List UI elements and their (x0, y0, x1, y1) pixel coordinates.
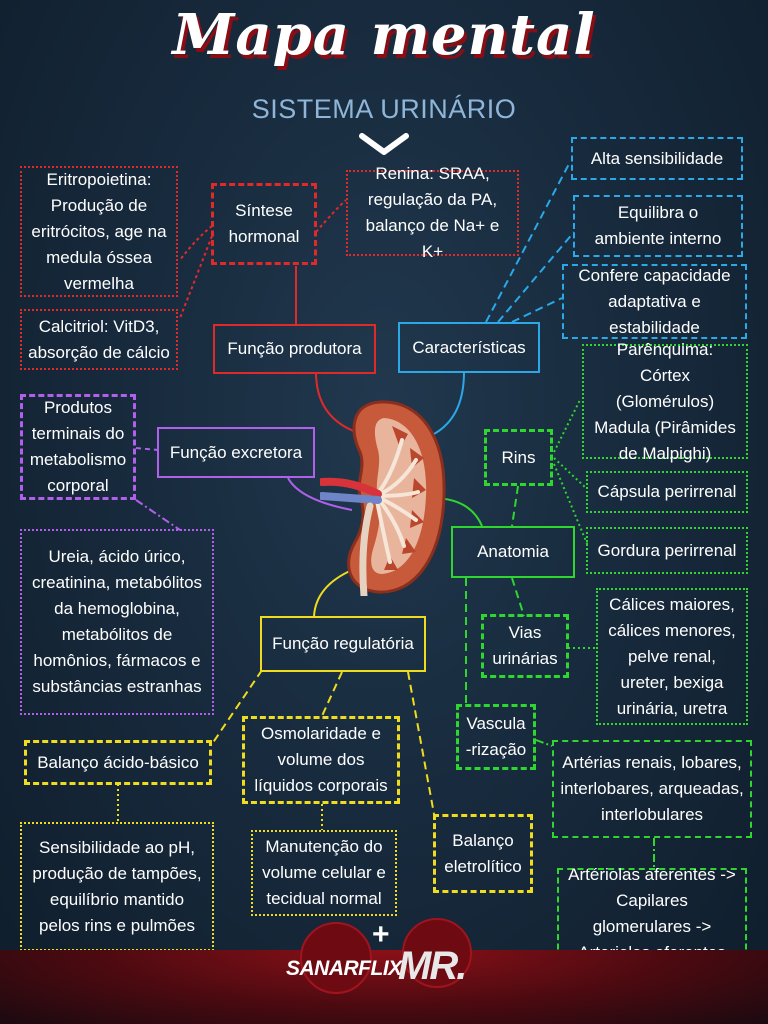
equilibra-node: Equilibra o ambiente interno (573, 195, 743, 257)
funcao-excretora-node: Função excretora (157, 427, 315, 478)
confere-node: Confere capacidade adaptativa e estabili… (562, 264, 747, 339)
rins-node: Rins (484, 429, 553, 486)
footer-band (0, 950, 768, 1024)
calcitriol-node: Calcitriol: VitD3, absorção de cálcio (20, 309, 178, 370)
anatomia-node: Anatomia (451, 526, 575, 578)
funcao-produtora-node: Função produtora (213, 324, 376, 374)
renina-node: Renina: SRAA, regulação da PA, balanço d… (346, 164, 519, 261)
caracteristicas-node: Características (398, 322, 540, 373)
funcao-regulatoria-node: Função regulatória (260, 616, 426, 672)
sanarflix-logo: SANARFLIX (286, 957, 402, 980)
balanco-acido-basico-node: Balanço ácido-básico (24, 740, 212, 785)
osmolaridade-node: Osmolaridade e volume dos líquidos corpo… (242, 716, 400, 804)
arteriolas-node: Artériolas aferentes -> Capilares glomer… (557, 865, 747, 962)
plus-icon: + (372, 918, 390, 951)
kidney-illustration (320, 400, 446, 596)
arterias-node: Artérias renais, lobares, interlobares, … (552, 740, 752, 838)
balanco-eletrolitico-node: Balanço eletrolítico (433, 814, 533, 893)
vias-urinarias-node: Vias urinárias (481, 614, 569, 678)
chevron-down-icon (359, 133, 409, 155)
eritropoietina-node: Eritropoietina: Produção de eritrócitos,… (20, 166, 178, 297)
map-title: Mapa mental (172, 2, 596, 68)
alta-sensibilidade-node: Alta sensibilidade (571, 137, 743, 180)
logo-badge (402, 918, 472, 988)
mr-logo: MR. (398, 944, 467, 988)
gordura-node: Gordura perirrenal (586, 527, 748, 574)
sintese-hormonal-node: Síntese hormonal (211, 183, 317, 265)
manutencao-node: Manutenção do volume celular e tecidual … (251, 830, 397, 916)
sensibilidade-ph-node: Sensibilidade ao pH, produção de tampões… (20, 822, 214, 951)
vascularizacao-node: Vascula -rização (456, 704, 536, 770)
ureia-node: Ureia, ácido úrico, creatinina, metabóli… (20, 529, 214, 715)
produtos-terminais-node: Produtos terminais do metabolismo corpor… (20, 394, 136, 500)
map-subtitle: SISTEMA URINÁRIO (251, 94, 517, 124)
logo-badge (300, 922, 372, 994)
calices-node: Cálices maiores, cálices menores, pelve … (596, 588, 748, 725)
capsula-node: Cápsula perirrenal (586, 471, 748, 513)
parenquima-node: Parênquima: Córtex (Glomérulos) Madula (… (582, 340, 748, 463)
